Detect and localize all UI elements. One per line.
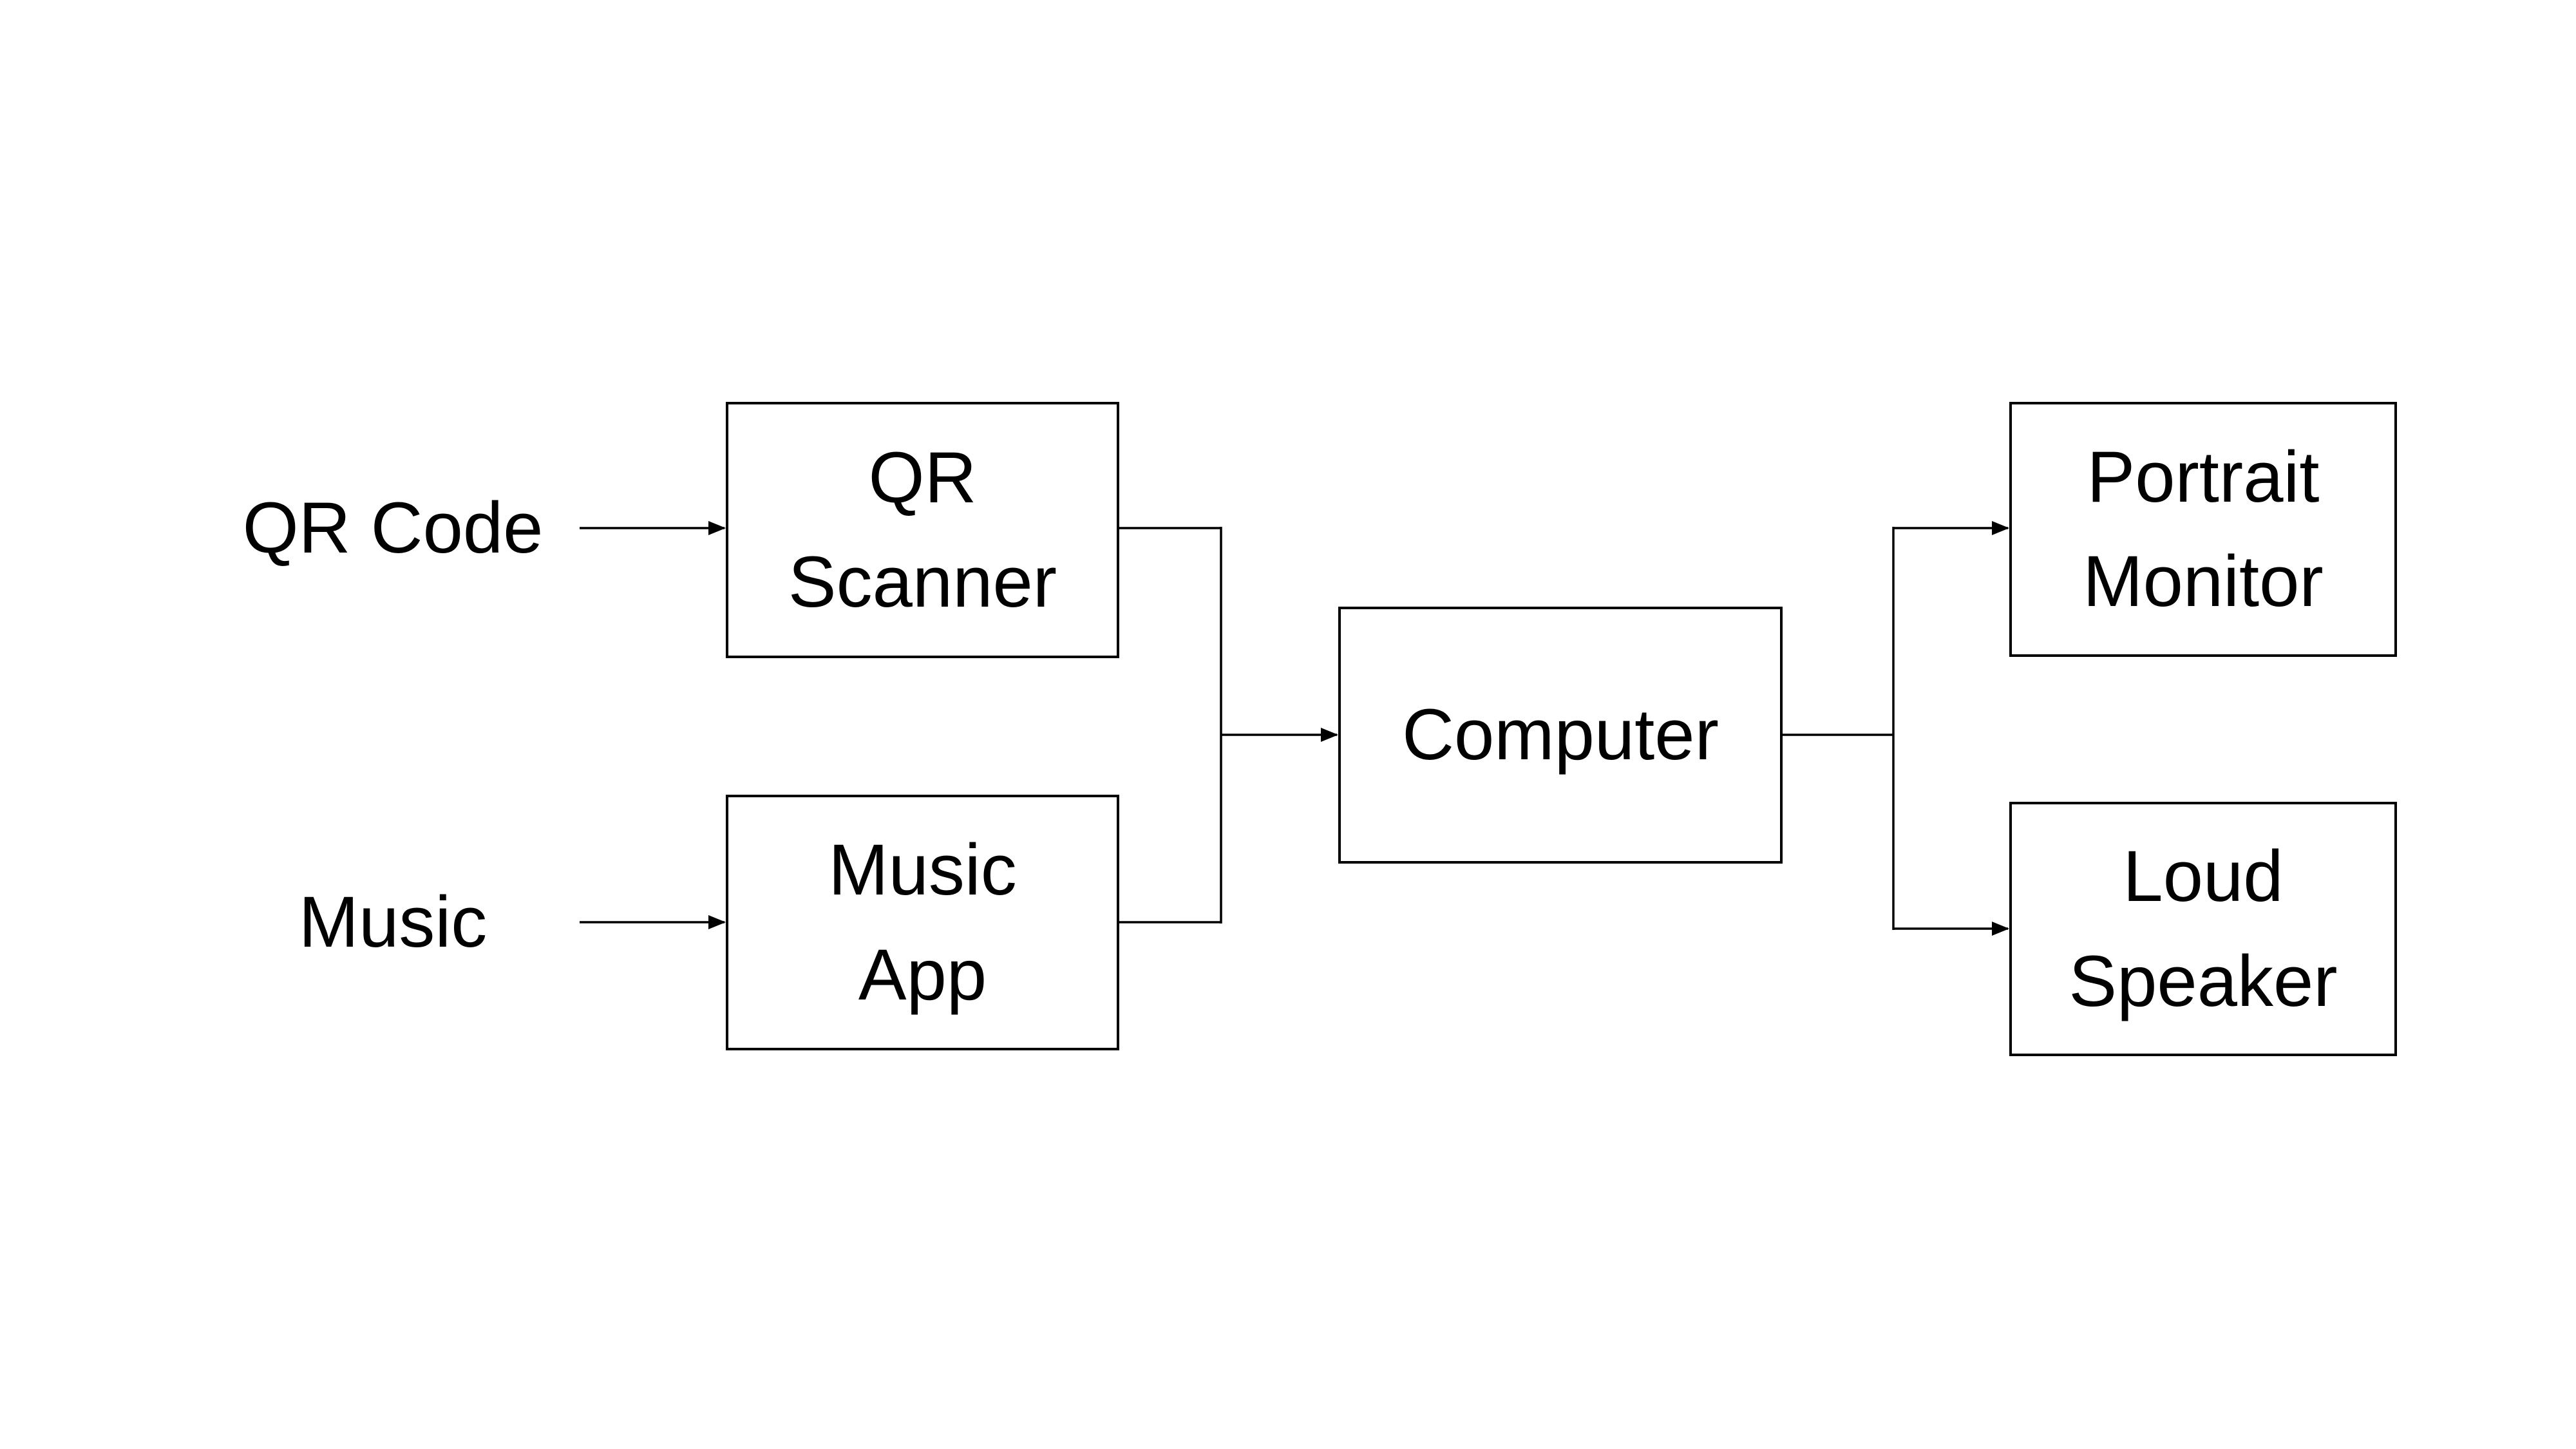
node-qr-scanner-label: QR Scanner (788, 437, 1057, 622)
node-loud-speaker: Loud Speaker (2009, 802, 2397, 1056)
node-loud-speaker-label: Loud Speaker (2069, 836, 2338, 1021)
node-music-app-label: Music App (828, 829, 1017, 1015)
input-label-qr-code: QR Code (242, 487, 544, 568)
node-computer-label: Computer (1402, 694, 1719, 775)
input-label-music: Music (298, 881, 488, 962)
node-qr-scanner: QR Scanner (726, 402, 1119, 658)
node-music-app: Music App (726, 795, 1119, 1050)
node-portrait-monitor-label: Portrait Monitor (2083, 436, 2324, 621)
node-portrait-monitor: Portrait Monitor (2009, 402, 2397, 657)
node-computer: Computer (1338, 607, 1783, 864)
